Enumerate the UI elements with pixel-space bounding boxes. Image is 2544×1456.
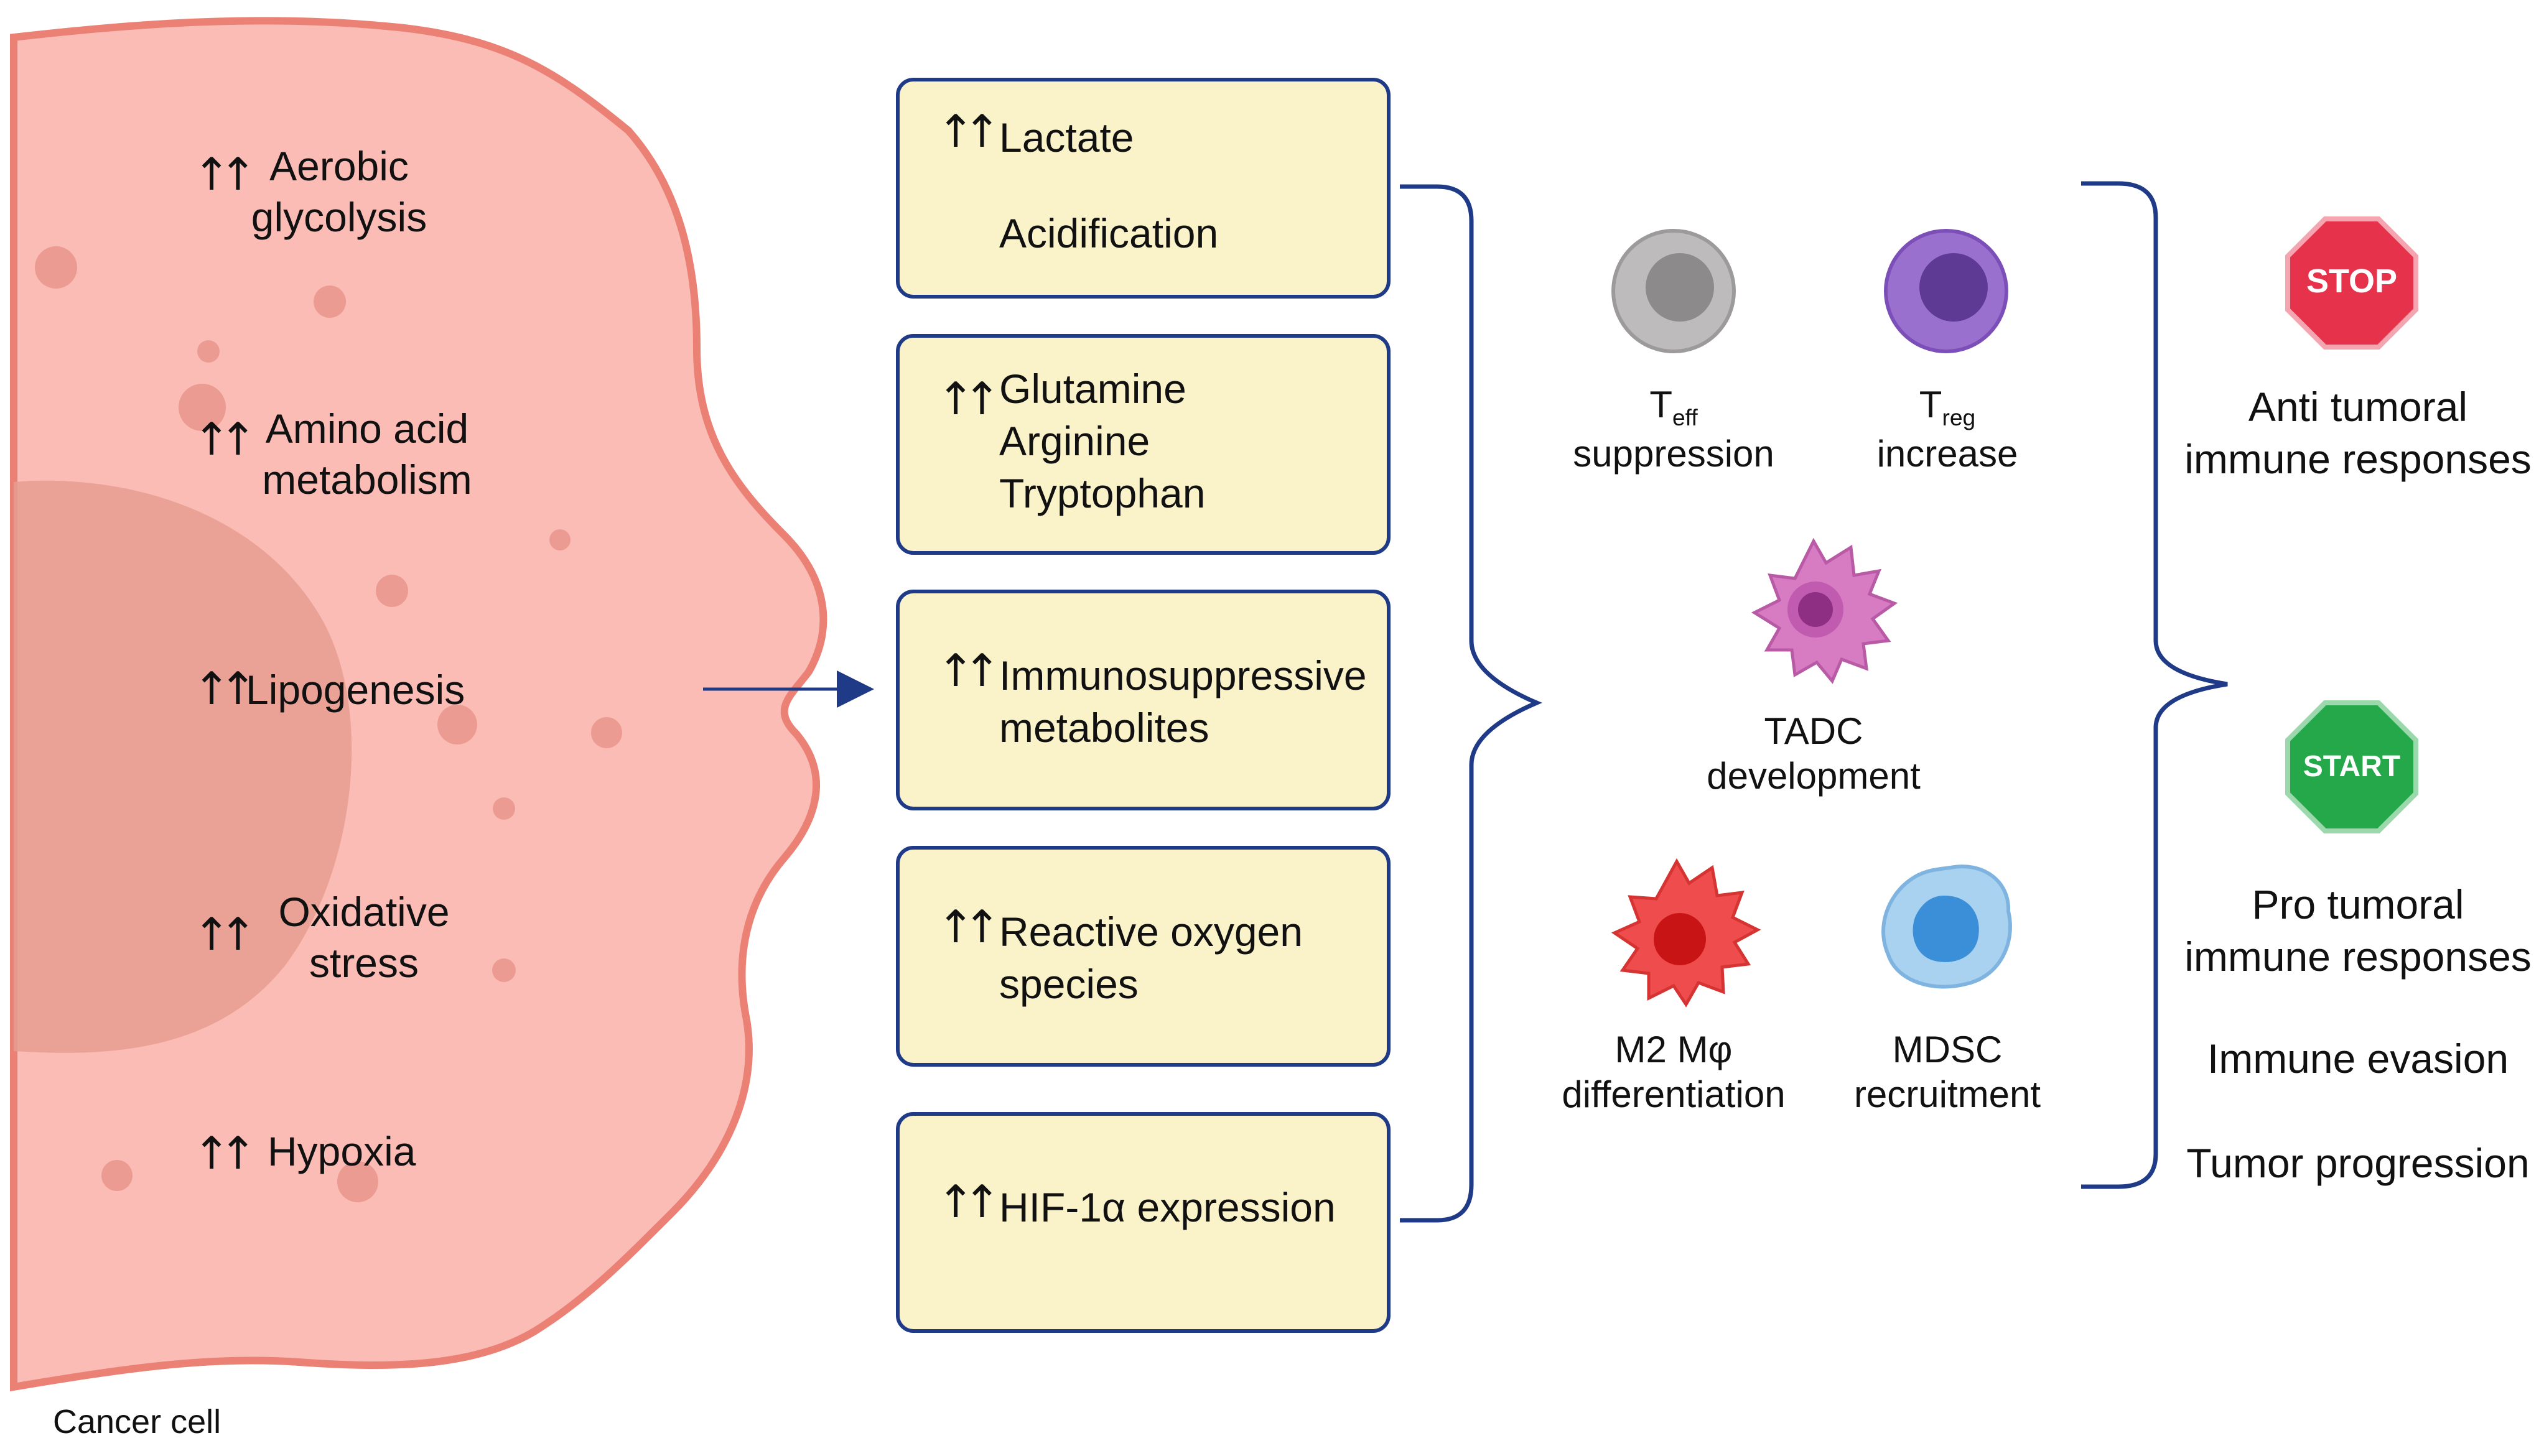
mdsc-label: MDSC recruitment — [1823, 1027, 2072, 1117]
teff-main: T — [1649, 384, 1672, 425]
feature-line: stress — [309, 940, 419, 986]
box-line: Immunosuppressive — [999, 652, 1367, 698]
teff-line2: suppression — [1573, 433, 1774, 475]
box-line: species — [999, 961, 1139, 1007]
anti-line1: Anti tumoral — [2248, 384, 2468, 430]
start-sign-icon: START — [2285, 700, 2418, 833]
feature-line: glycolysis — [251, 194, 427, 240]
box-line: Tryptophan — [999, 470, 1206, 516]
treg-main: T — [1919, 384, 1942, 425]
tadc-label: TADC development — [1689, 709, 1938, 799]
increase-arrows-icon: ↑↑ — [937, 105, 1001, 157]
treg-label: Treg increase — [1829, 383, 2066, 476]
pro-line1: Pro tumoral — [2252, 881, 2464, 927]
m2-line1: M2 Mφ — [1614, 1029, 1733, 1070]
mdsc-line2: recruitment — [1853, 1073, 2041, 1115]
increase-arrows-icon: ↑↑ — [193, 908, 257, 960]
feature-line: Amino acid — [265, 406, 469, 452]
metabolite-box-ros: ↑↑ Reactive oxygen species — [896, 846, 1391, 1067]
anti-line2: immune responses — [2184, 436, 2532, 482]
feature-line: Lipogenesis — [246, 667, 465, 713]
m2-label: M2 Mφ differentiation — [1543, 1027, 1804, 1117]
tadc-line1: TADC — [1764, 710, 1863, 752]
cell-to-metabolites-arrow — [703, 670, 874, 708]
stop-sign-icon: STOP — [2285, 216, 2418, 350]
treg-subscript: reg — [1942, 404, 1976, 431]
increase-arrows-icon: ↑↑ — [937, 1175, 1001, 1228]
box-line: Arginine — [999, 418, 1150, 464]
box-line: HIF-1α expression — [999, 1184, 1336, 1230]
metabolite-box-lactate: ↑↑ Lactate Acidification — [896, 78, 1391, 299]
box-line: Reactive oxygen — [999, 909, 1303, 955]
increase-arrows-icon: ↑↑ — [937, 901, 1001, 953]
feature-line: Oxidative — [278, 889, 450, 935]
m2-macrophage-icon — [1611, 858, 1761, 1008]
anti-tumoral-label: Anti tumoral immune responses — [2178, 381, 2538, 485]
tadc-line2: development — [1707, 755, 1921, 797]
tumor-progression-label: Tumor progression — [2186, 1140, 2530, 1186]
feature-line: Hypoxia — [268, 1128, 416, 1174]
box-line: metabolites — [999, 705, 1209, 751]
box-line: Lactate — [999, 114, 1134, 160]
increase-arrows-icon: ↑↑ — [937, 373, 1001, 425]
increase-arrows-icon: ↑↑ — [193, 662, 257, 715]
pro-tumoral-label: Pro tumoral immune responses — [2178, 878, 2538, 983]
increase-arrows-icon: ↑↑ — [193, 1127, 257, 1179]
pro-line2: immune responses — [2184, 934, 2532, 980]
mdsc-cell-icon — [1881, 865, 2012, 989]
feature-line: metabolism — [262, 457, 472, 503]
stop-sign-text: STOP — [2306, 262, 2397, 300]
metabolite-box-immunosuppressive: ↑↑ Immunosuppressive metabolites — [896, 590, 1391, 810]
immune-brace — [2081, 181, 2228, 1189]
box-line — [999, 164, 1218, 207]
treg-cell-icon — [1884, 229, 2008, 353]
metabolite-box-hif1a: ↑↑ HIF-1α expression — [896, 1112, 1391, 1333]
teff-subscript: eff — [1672, 404, 1698, 431]
start-sign-text: START — [2303, 750, 2400, 783]
metabolites-brace — [1400, 184, 1542, 1223]
box-line: Acidification — [999, 210, 1219, 256]
cancer-cell-body — [10, 17, 827, 1392]
teff-cell-icon — [1611, 229, 1736, 353]
increase-arrows-icon: ↑↑ — [193, 148, 257, 200]
immune-evasion-label: Immune evasion — [2207, 1036, 2509, 1082]
cancer-cell-label: Cancer cell — [53, 1403, 221, 1440]
cancer-cell-nucleus — [14, 480, 352, 1053]
mdsc-line1: MDSC — [1892, 1029, 2003, 1070]
treg-line2: increase — [1876, 433, 2018, 475]
teff-label: Teff suppression — [1555, 383, 1792, 476]
metabolite-box-amino-acids: ↑↑ Glutamine Arginine Tryptophan — [896, 334, 1391, 555]
tadc-cell-icon — [1751, 537, 1898, 684]
increase-arrows-icon: ↑↑ — [937, 644, 1001, 697]
cell-vesicles — [35, 246, 622, 1202]
increase-arrows-icon: ↑↑ — [193, 413, 257, 465]
box-line: Glutamine — [999, 366, 1186, 412]
m2-line2: differentiation — [1562, 1073, 1786, 1115]
feature-line: Aerobic — [269, 143, 409, 189]
